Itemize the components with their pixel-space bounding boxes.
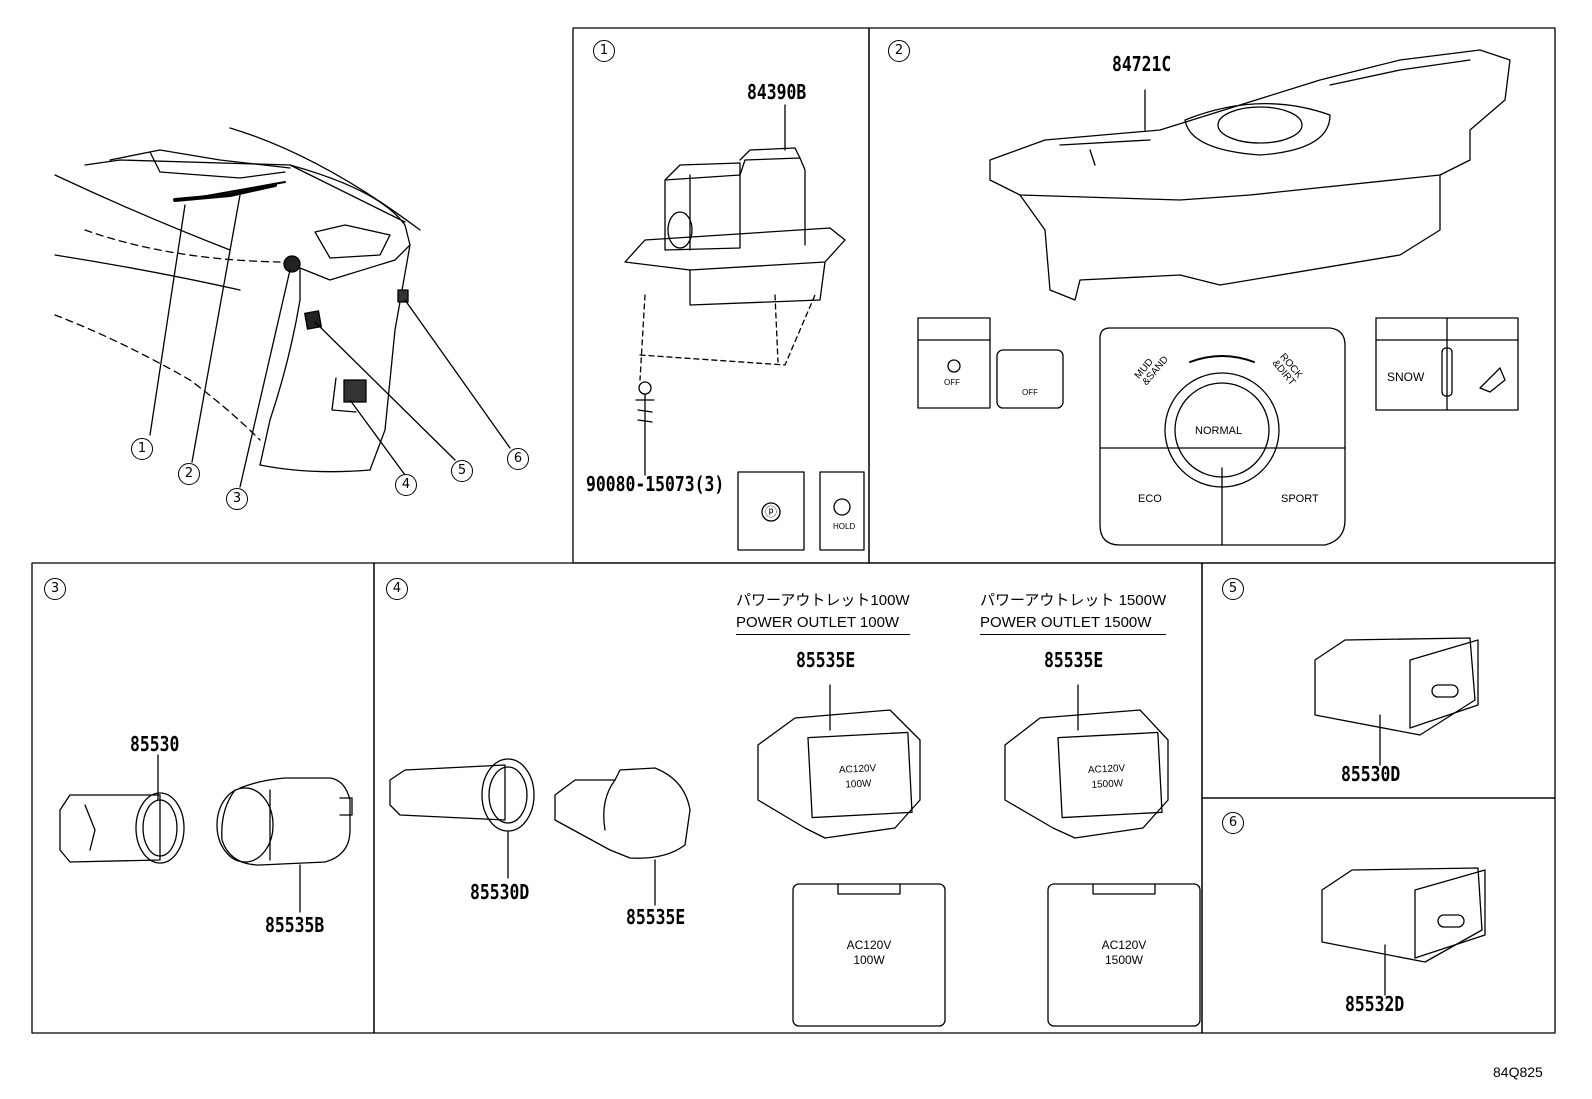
panel-2-frame	[868, 27, 1556, 564]
outlet-1500w-drawing	[1004, 684, 1201, 1027]
outlet-100w-drawing	[757, 684, 946, 1027]
part-85535E-100w: 85535E	[796, 648, 856, 672]
socket-85530D-drawing	[389, 758, 691, 906]
callout-5: 5	[451, 460, 473, 482]
callout-6: 6	[507, 448, 529, 470]
callout-2: 2	[178, 463, 200, 485]
panel-6-frame	[1201, 797, 1556, 1034]
section-6-number: 6	[1222, 812, 1244, 834]
part-85530D-s4: 85530D	[470, 880, 530, 904]
section-2-number: 2	[888, 40, 910, 62]
outlet-1500w-cover-line1: AC120V	[1101, 938, 1147, 952]
part-85535E-1500w: 85535E	[1044, 648, 1104, 672]
usb-85532D-drawing	[1321, 867, 1486, 996]
outlet-1500w-face-label: AC120V 1500W	[1084, 761, 1130, 793]
outlet-100w-cover-line1: AC120V	[846, 938, 892, 952]
parking-switch-drawing	[624, 104, 865, 551]
outlet-100w-face-line1: AC120V	[838, 763, 877, 776]
callout-1: 1	[131, 438, 153, 460]
console-overview	[54, 127, 511, 488]
traction-off-label: OFF	[1022, 388, 1038, 397]
part-85535B: 85535B	[265, 913, 325, 937]
outlet-1500w-face-line2: 1500W	[1091, 778, 1124, 791]
outlet-100w-cover-line2: 100W	[853, 953, 885, 967]
part-85532D: 85532D	[1345, 992, 1405, 1016]
outlet-1500w-jp: パワーアウトレット 1500W	[980, 592, 1167, 609]
panel-3-frame	[31, 562, 375, 1034]
usb-85530D-drawing	[1314, 637, 1479, 766]
part-90080-15073: 90080-15073(3)	[586, 472, 725, 496]
part-85535E-s4: 85535E	[626, 905, 686, 929]
outlet-100w-cover-label: AC120V 100W	[793, 938, 945, 968]
socket-85530-drawing	[59, 754, 353, 913]
outlet-100w-face-line2: 100W	[845, 778, 872, 791]
dial-sport-label: SPORT	[1281, 493, 1319, 505]
parking-p-icon: ⓟ	[765, 505, 778, 519]
outlet-100w-heading: パワーアウトレット100W POWER OUTLET 100W	[736, 590, 910, 635]
part-84721C: 84721C	[1112, 52, 1172, 76]
callout-4: 4	[395, 474, 417, 496]
hold-button-label: HOLD	[833, 522, 856, 531]
section-5-number: 5	[1222, 578, 1244, 600]
outlet-1500w-cover-line2: 1500W	[1104, 953, 1144, 967]
outlet-100w-jp: パワーアウトレット100W	[736, 592, 910, 609]
callout-3: 3	[226, 488, 248, 510]
dial-normal-label: NORMAL	[1195, 425, 1243, 437]
a-off-label: OFF	[944, 378, 960, 387]
section-3-number: 3	[44, 578, 66, 600]
part-85530: 85530	[130, 732, 180, 756]
outlet-1500w-en: POWER OUTLET 1500W	[980, 612, 1167, 635]
dial-eco-label: ECO	[1138, 493, 1162, 505]
drive-mode-panel-drawing	[917, 49, 1519, 546]
outlet-100w-face-label: AC120V 100W	[837, 761, 879, 793]
drawing-number: 84Q825	[1493, 1064, 1543, 1080]
outlet-1500w-cover-label: AC120V 1500W	[1048, 938, 1200, 968]
part-85530D-s5: 85530D	[1341, 762, 1401, 786]
section-1-number: 1	[593, 40, 615, 62]
section-4-number: 4	[386, 578, 408, 600]
outlet-100w-en: POWER OUTLET 100W	[736, 612, 910, 635]
part-84390B: 84390B	[747, 80, 807, 104]
snow-label: SNOW	[1387, 370, 1425, 384]
outlet-1500w-heading: パワーアウトレット 1500W POWER OUTLET 1500W	[980, 590, 1167, 635]
